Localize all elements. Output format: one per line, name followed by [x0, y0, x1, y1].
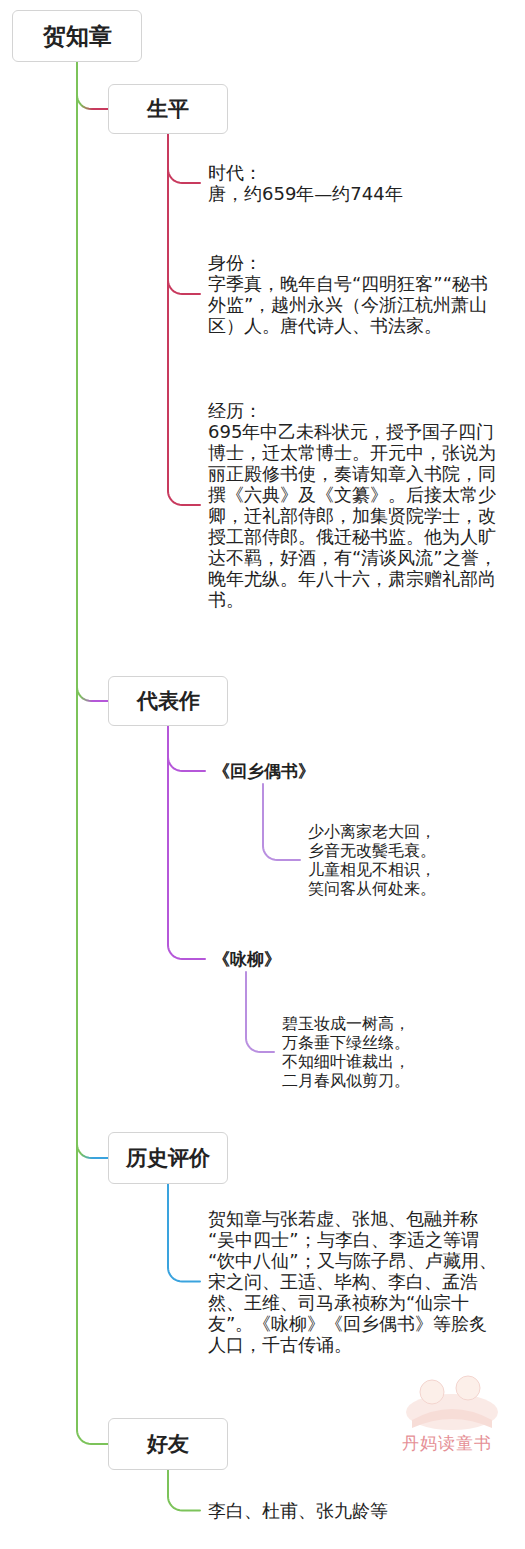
- root-box: 贺知章: [12, 10, 142, 62]
- branch-connector: [168, 134, 200, 183]
- node-text: 少小离家老大回， 乡音无改鬓毛衰。 儿童相见不相识， 笑问客从何处来。: [308, 822, 442, 898]
- node-heading: 时代：: [208, 162, 505, 183]
- branch-box: 代表作: [108, 676, 228, 726]
- node-text: 代表作: [137, 687, 200, 715]
- branch-box: 好友: [108, 1418, 228, 1470]
- node-text: 好友: [147, 1430, 189, 1458]
- node-text: 字季真，晚年自号“四明狂客”“秘书外监”，越州永兴（今浙江杭州萧山区）人。唐代诗…: [208, 273, 505, 336]
- branch-connector: [246, 972, 274, 1052]
- poem-title-node: 《回乡偶书》: [205, 758, 321, 784]
- watermark-text: 丹妈读童书: [402, 1432, 492, 1455]
- node-text: 碧玉妆成一树高， 万条垂下绿丝绦。 不知细叶谁裁出， 二月春风似剪刀。: [282, 1014, 416, 1090]
- node-heading: 经历：: [208, 400, 505, 421]
- leaf-text-node: 贺知章与张若虚、张旭、包融并称“吴中四士”；与李白、李适之等谓“饮中八仙”；又与…: [200, 1208, 505, 1355]
- poem-title-node: 《咏柳》: [205, 946, 287, 972]
- branch-connector: [168, 134, 200, 294]
- node-text: 生平: [147, 95, 189, 123]
- node-text: 历史评价: [126, 1144, 210, 1172]
- branch-connector: [168, 1184, 200, 1282]
- node-text: 《回乡偶书》: [213, 760, 315, 782]
- node-text: 贺知章: [43, 21, 112, 52]
- node-text: 唐，约659年—约744年: [208, 183, 505, 204]
- branch-connector: [77, 62, 108, 109]
- branch-connector: [77, 62, 108, 701]
- node-text: 《咏柳》: [213, 948, 281, 970]
- branch-connector: [77, 62, 108, 1158]
- leaf-text-node: 李白、杜甫、张九龄等: [200, 1500, 505, 1521]
- branch-connector: [168, 726, 205, 959]
- poem-node: 少小离家老大回， 乡音无改鬓毛衰。 儿童相见不相识， 笑问客从何处来。: [300, 820, 446, 900]
- leaf-text-node: 经历：695年中乙未科状元，授予国子四门博士，迁太常博士。开元中，张说为丽正殿修…: [200, 400, 505, 610]
- poem-node: 碧玉妆成一树高， 万条垂下绿丝绦。 不知细叶谁裁出， 二月春风似剪刀。: [274, 1012, 420, 1092]
- watermark-icon: [406, 1376, 498, 1430]
- node-text: 李白、杜甫、张九龄等: [208, 1500, 505, 1521]
- leaf-text-node: 时代：唐，约659年—约744年: [200, 162, 505, 204]
- branch-box: 生平: [108, 84, 228, 134]
- branch-connector: [77, 62, 108, 1444]
- branch-connector: [168, 726, 205, 771]
- node-heading: 身份：: [208, 252, 505, 273]
- node-text: 695年中乙未科状元，授予国子四门博士，迁太常博士。开元中，张说为丽正殿修书使，…: [208, 421, 505, 610]
- branch-connector: [168, 1470, 200, 1511]
- branch-box: 历史评价: [108, 1132, 228, 1184]
- branch-connector: [168, 134, 200, 505]
- leaf-text-node: 身份：字季真，晚年自号“四明狂客”“秘书外监”，越州永兴（今浙江杭州萧山区）人。…: [200, 252, 505, 336]
- branch-connector: [263, 784, 300, 860]
- node-text: 贺知章与张若虚、张旭、包融并称“吴中四士”；与李白、李适之等谓“饮中八仙”；又与…: [208, 1208, 505, 1355]
